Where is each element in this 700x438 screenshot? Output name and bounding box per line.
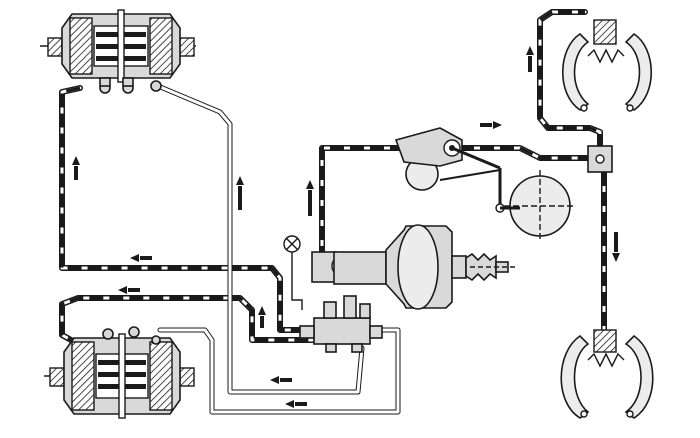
pressure-regulator xyxy=(394,127,576,242)
arrow-left xyxy=(118,286,140,294)
arrow-up xyxy=(306,180,314,216)
hydraulic-lines xyxy=(59,9,607,415)
tee-junction xyxy=(587,145,613,173)
arrow-left xyxy=(130,254,152,262)
arrow-down xyxy=(612,232,620,262)
arrow-right xyxy=(480,121,502,129)
rear-drum-top xyxy=(562,19,652,112)
front-caliper-top xyxy=(40,9,196,94)
arrow-left xyxy=(270,376,292,384)
arrow-up xyxy=(72,156,80,180)
warning-lamp xyxy=(283,235,301,253)
arrow-left xyxy=(285,400,307,408)
rear-drum-bottom xyxy=(560,329,654,419)
brake-booster xyxy=(385,224,516,310)
arrow-up xyxy=(526,46,534,72)
arrow-up xyxy=(258,306,266,328)
arrow-up xyxy=(236,176,244,210)
flow-arrows xyxy=(72,46,620,408)
master-cylinder xyxy=(299,251,387,353)
line-front-top-circuit xyxy=(59,85,318,333)
front-caliper-bottom xyxy=(44,326,196,419)
lamp-wire xyxy=(291,252,303,310)
